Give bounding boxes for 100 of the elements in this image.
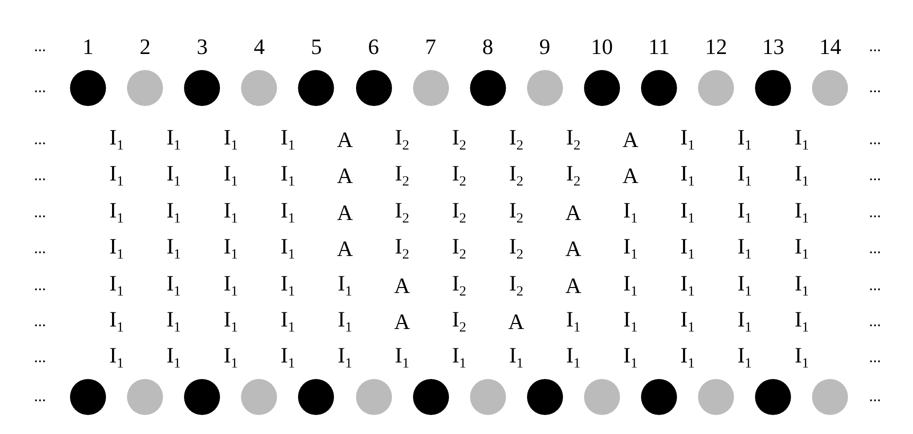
state-symbol: I$_{2}$: [394, 126, 410, 154]
state-symbol: I$_{1}$: [680, 200, 695, 226]
state-symbol: I$_{1}$: [166, 200, 181, 226]
state-symbol: I$_{1}$: [623, 308, 638, 336]
state-symbol: I$_{1}$: [623, 200, 638, 226]
state-symbol: A: [337, 129, 353, 151]
state-symbol: A: [337, 165, 353, 187]
ellipsis: ...: [34, 241, 46, 257]
ellipsis: ...: [869, 132, 881, 148]
ellipsis: ...: [34, 132, 46, 148]
site-number: 14: [819, 36, 842, 58]
ellipsis: ...: [869, 80, 881, 96]
ellipsis: ...: [34, 314, 46, 330]
state-symbol: I$_{1}$: [737, 126, 752, 154]
state-symbol: I$_{1}$: [166, 126, 181, 154]
state-symbol: I$_{2}$: [566, 126, 580, 154]
state-symbol: I$_{1}$: [452, 344, 466, 372]
state-symbol: A: [337, 238, 353, 260]
state-symbol: I$_{1}$: [623, 272, 638, 300]
state-symbol: I$_{1}$: [680, 272, 695, 300]
state-symbol: I$_{1}$: [280, 236, 295, 262]
site-number: 7: [425, 36, 436, 58]
ellipsis: ...: [34, 39, 46, 55]
state-symbol: I$_{1}$: [280, 308, 295, 336]
site-number: 13: [762, 36, 784, 58]
state-symbol: I$_{1}$: [566, 308, 580, 336]
state-symbol: A: [394, 275, 410, 297]
state-symbol: I$_{1}$: [280, 344, 295, 372]
ellipsis: ...: [869, 389, 881, 405]
state-symbol: I$_{2}$: [509, 272, 524, 300]
ellipsis: ...: [34, 168, 46, 184]
state-symbol: I$_{1}$: [680, 162, 695, 190]
state-symbol: I$_{1}$: [166, 344, 181, 372]
ellipsis: ...: [34, 350, 46, 366]
state-symbol: I$_{1}$: [737, 308, 752, 336]
state-symbol: I$_{1}$: [794, 344, 809, 372]
state-symbol: I$_{1}$: [109, 308, 124, 336]
ellipsis: ...: [869, 314, 881, 330]
site-number: 12: [705, 36, 728, 58]
state-symbol: A: [565, 202, 582, 224]
state-symbol: I$_{2}$: [509, 162, 524, 190]
site-number: 2: [140, 36, 151, 58]
state-symbol: I$_{2}$: [509, 126, 524, 154]
state-symbol: I$_{2}$: [394, 162, 410, 190]
state-symbol: I$_{1}$: [166, 162, 181, 190]
state-symbol: I$_{1}$: [509, 344, 524, 372]
state-symbol: I$_{1}$: [338, 344, 352, 372]
state-symbol: I$_{1}$: [280, 162, 295, 190]
state-symbol: I$_{1}$: [109, 162, 124, 190]
state-symbol: A: [337, 202, 353, 224]
state-symbol: I$_{1}$: [680, 344, 695, 372]
state-symbol: I$_{2}$: [509, 236, 524, 262]
state-symbol: I$_{1}$: [224, 272, 238, 300]
state-symbol: I$_{1}$: [680, 126, 695, 154]
site-number: 9: [539, 36, 550, 58]
ellipsis: ...: [869, 241, 881, 257]
state-symbol: I$_{1}$: [737, 344, 752, 372]
state-symbol: I$_{1}$: [338, 308, 352, 336]
state-symbol: I$_{1}$: [280, 126, 295, 154]
state-symbol: A: [622, 129, 638, 151]
site-number: 1: [82, 36, 94, 58]
state-symbol: I$_{1}$: [166, 272, 181, 300]
ellipsis: ...: [34, 389, 46, 405]
state-symbol: I$_{1}$: [224, 200, 238, 226]
state-symbol: I$_{1}$: [737, 162, 752, 190]
state-symbol: I$_{1}$: [680, 236, 695, 262]
state-symbol: I$_{2}$: [452, 272, 466, 300]
state-symbol: I$_{1}$: [794, 200, 809, 226]
state-symbol: I$_{1}$: [566, 344, 580, 372]
state-symbol: I$_{2}$: [566, 162, 580, 190]
state-symbol: I$_{1}$: [109, 344, 124, 372]
state-symbol: I$_{1}$: [623, 236, 638, 262]
site-number: 8: [482, 36, 494, 58]
state-symbol: I$_{1}$: [394, 344, 410, 372]
ellipsis: ...: [869, 278, 881, 294]
state-symbol: I$_{1}$: [794, 162, 809, 190]
state-symbol: I$_{1}$: [623, 344, 638, 372]
state-symbol: I$_{1}$: [794, 126, 809, 154]
state-symbol: I$_{1}$: [166, 236, 181, 262]
state-symbol: I$_{1}$: [224, 162, 238, 190]
ellipsis: ...: [34, 80, 46, 96]
state-symbol: I$_{1}$: [280, 272, 295, 300]
state-symbol: I$_{1}$: [737, 236, 752, 262]
state-symbol: I$_{2}$: [452, 200, 466, 226]
site-number: 10: [590, 36, 613, 58]
state-symbol: I$_{2}$: [452, 162, 466, 190]
state-symbol: I$_{1}$: [680, 308, 695, 336]
state-symbol: I$_{1}$: [737, 200, 752, 226]
site-number: 3: [196, 36, 208, 58]
state-symbol: A: [508, 311, 524, 333]
state-symbol: I$_{2}$: [452, 126, 466, 154]
state-symbol: I$_{1}$: [224, 344, 238, 372]
ellipsis: ...: [869, 39, 881, 55]
state-symbol: I$_{1}$: [109, 272, 124, 300]
ellipsis: ...: [34, 278, 46, 294]
site-number: 5: [310, 36, 322, 58]
ellipsis: ...: [869, 205, 881, 221]
state-symbol: I$_{1}$: [224, 308, 238, 336]
ellipsis: ...: [869, 350, 881, 366]
state-symbol: I$_{1}$: [794, 308, 809, 336]
